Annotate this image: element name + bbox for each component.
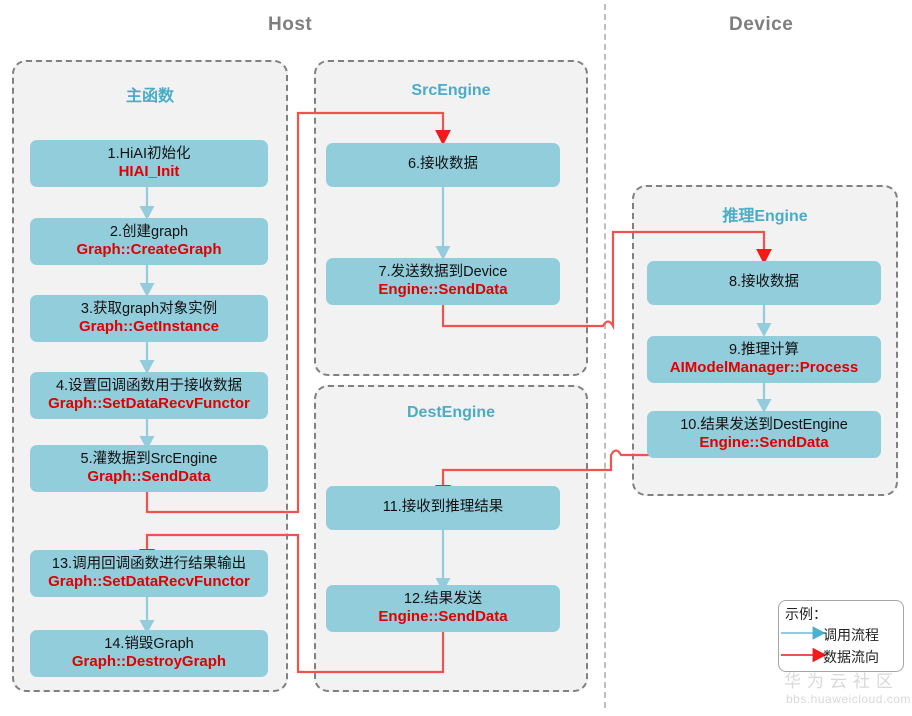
step-box-5[interactable]: 5.灌数据到SrcEngine Graph::SendData — [30, 445, 268, 492]
host-device-divider — [604, 4, 606, 708]
step-box-8[interactable]: 8.接收数据 — [647, 261, 881, 305]
group-title-main-function: 主函数 — [125, 88, 174, 105]
legend-title: 示例： — [785, 606, 827, 622]
lane-title-host: Host — [268, 14, 313, 35]
group-title-src-engine: SrcEngine — [411, 82, 491, 99]
step-4-title: 4.设置回调函数用于接收数据 — [55, 378, 243, 395]
watermark-text: 华为云社区 — [784, 672, 899, 691]
step-10-title: 10.结果发送到DestEngine — [680, 417, 848, 434]
watermark-url-text: bbs.huaweicloud.com — [786, 692, 911, 706]
step-box-6[interactable]: 6.接收数据 — [326, 143, 560, 187]
step-1-title: 1.HiAI初始化 — [107, 146, 191, 163]
step-14-title: 14.销毁Graph — [104, 636, 194, 653]
step-box-12[interactable]: 12.结果发送 Engine::SendData — [326, 585, 560, 632]
group-dest-engine: DestEngine — [314, 385, 588, 692]
step-box-10[interactable]: 10.结果发送到DestEngine Engine::SendData — [647, 411, 881, 458]
legend-arrows — [781, 626, 827, 663]
legend-label-call-flow: 调用流程 — [823, 627, 879, 643]
step-3-api: Graph::GetInstance — [78, 318, 220, 336]
step-11-title: 11.接收到推理结果 — [382, 499, 504, 516]
step-box-4[interactable]: 4.设置回调函数用于接收数据 Graph::SetDataRecvFunctor — [30, 372, 268, 419]
step-12-api: Engine::SendData — [378, 608, 508, 626]
group-title-dest-engine: DestEngine — [406, 404, 495, 421]
step-7-title: 7.发送数据到Device — [378, 264, 508, 281]
step-6-title: 6.接收数据 — [407, 156, 479, 173]
step-box-14[interactable]: 14.销毁Graph Graph::DestroyGraph — [30, 630, 268, 677]
lane-title-device: Device — [729, 14, 794, 35]
step-box-9[interactable]: 9.推理计算 AIModelManager::Process — [647, 336, 881, 383]
step-12-title: 12.结果发送 — [403, 591, 483, 608]
step-1-api: HIAI_Init — [118, 163, 180, 181]
step-7-api: Engine::SendData — [378, 281, 508, 299]
step-10-api: Engine::SendData — [699, 434, 829, 452]
step-13-title: 13.调用回调函数进行结果输出 — [51, 556, 247, 573]
step-9-api: AIModelManager::Process — [669, 359, 859, 377]
group-title-inference-engine: 推理Engine — [722, 208, 808, 225]
step-3-title: 3.获取graph对象实例 — [80, 301, 218, 318]
step-13-api: Graph::SetDataRecvFunctor — [48, 573, 250, 591]
step-9-title: 9.推理计算 — [728, 342, 800, 359]
step-box-11[interactable]: 11.接收到推理结果 — [326, 486, 560, 530]
step-2-title: 2.创建graph — [109, 224, 189, 241]
step-5-title: 5.灌数据到SrcEngine — [80, 451, 218, 468]
step-box-7[interactable]: 7.发送数据到Device Engine::SendData — [326, 258, 560, 305]
legend-box: 示例： 调用流程 数据流向 — [778, 600, 904, 672]
step-box-3[interactable]: 3.获取graph对象实例 Graph::GetInstance — [30, 295, 268, 342]
step-8-title: 8.接收数据 — [728, 274, 800, 291]
step-box-2[interactable]: 2.创建graph Graph::CreateGraph — [30, 218, 268, 265]
step-2-api: Graph::CreateGraph — [76, 241, 222, 259]
step-14-api: Graph::DestroyGraph — [71, 653, 227, 671]
step-box-1[interactable]: 1.HiAI初始化 HIAI_Init — [30, 140, 268, 187]
group-src-engine: SrcEngine — [314, 60, 588, 376]
step-4-api: Graph::SetDataRecvFunctor — [48, 395, 250, 413]
step-box-13[interactable]: 13.调用回调函数进行结果输出 Graph::SetDataRecvFuncto… — [30, 550, 268, 597]
step-5-api: Graph::SendData — [87, 468, 211, 486]
legend-label-data-flow: 数据流向 — [823, 649, 879, 665]
